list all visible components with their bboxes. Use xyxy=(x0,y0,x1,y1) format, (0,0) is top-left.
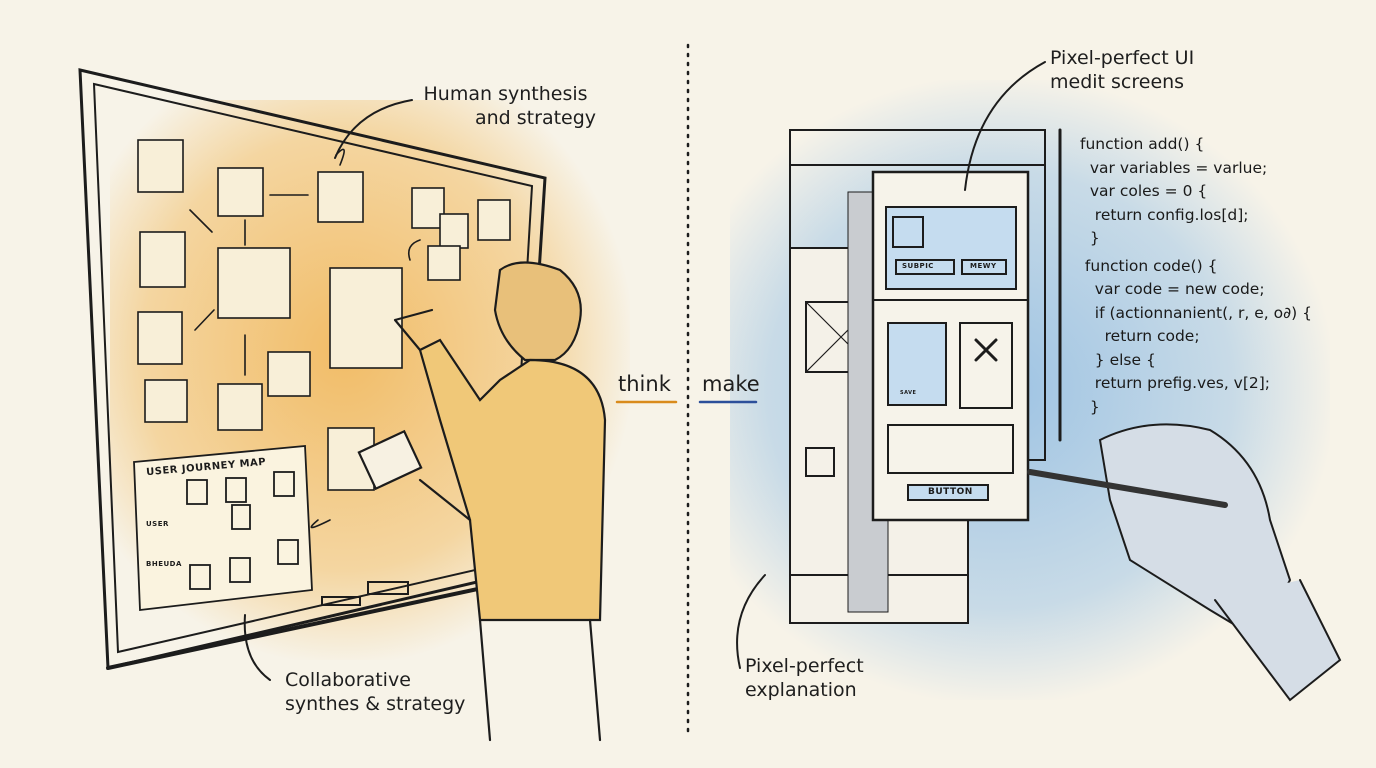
callout-line: Collaborative xyxy=(285,669,411,691)
wireframe-screens xyxy=(789,128,1062,624)
callout-human-synthesis: Human synthesis and strategy xyxy=(415,82,597,130)
wireframe-button-2: MEWY xyxy=(970,262,997,270)
code-line: if (actionnanient(, r, e, o∂) { xyxy=(1080,303,1312,322)
callout-line: and strategy xyxy=(475,107,597,129)
sticky-notes xyxy=(137,139,511,491)
eraser-icon xyxy=(367,581,409,595)
callout-collaborative: Collaborative synthes & strategy xyxy=(285,668,465,716)
wireframe-small-button: SAVE xyxy=(900,390,917,396)
code-line: return config.los[d]; xyxy=(1080,205,1249,224)
callout-line: explanation xyxy=(745,679,857,701)
code-block: function add() { var variables = varlue;… xyxy=(1080,133,1312,419)
callout-line: medit screens xyxy=(1050,71,1185,93)
think-label: think xyxy=(618,372,671,396)
wireframe-button-1: SUBPIC xyxy=(902,262,934,270)
person-drawing xyxy=(357,261,607,742)
code-line: var coles = 0 { xyxy=(1080,182,1208,200)
code-line: } else { xyxy=(1080,350,1156,369)
callout-line: Human synthesis xyxy=(423,83,588,105)
code-line: var code = new code; xyxy=(1080,280,1265,298)
code-line: return code; xyxy=(1080,327,1200,345)
callout-pixel-perfect-explanation: Pixel-perfect explanation xyxy=(745,654,864,702)
code-line: } xyxy=(1080,229,1100,247)
journey-row-2: BHEUDA xyxy=(146,560,182,568)
make-label: make xyxy=(702,372,760,396)
robot-hand xyxy=(1027,423,1342,702)
wireframe-main-button: BUTTON xyxy=(928,487,973,497)
code-line: var variables = varlue; xyxy=(1080,158,1268,177)
code-line: return prefig.ves, v[2]; xyxy=(1080,374,1271,392)
code-line: function code() { xyxy=(1080,256,1218,275)
callout-line: Pixel-perfect xyxy=(745,655,864,677)
marker-icon xyxy=(321,596,361,606)
journey-row-user: USER xyxy=(146,520,169,528)
code-line: function add() { xyxy=(1080,135,1205,153)
user-journey-map xyxy=(133,445,313,612)
callout-line: synthes & strategy xyxy=(285,693,466,715)
code-line: } xyxy=(1080,397,1100,416)
callout-pixel-perfect-ui: Pixel-perfect UI medit screens xyxy=(1050,46,1194,94)
callout-line: Pixel-perfect UI xyxy=(1050,47,1195,69)
